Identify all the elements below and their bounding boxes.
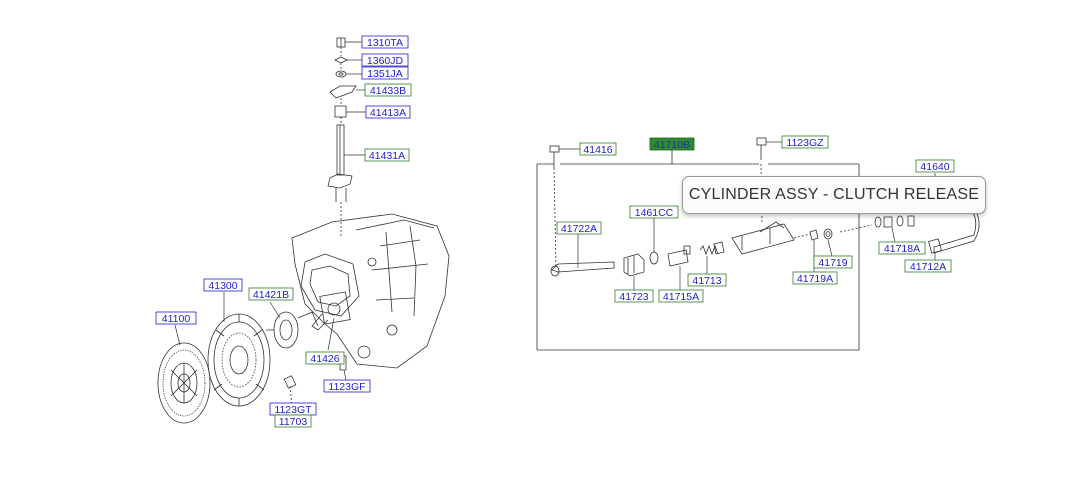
release-bearing-drawing: [266, 311, 319, 349]
callout-41431A[interactable]: 41431A: [364, 148, 410, 162]
callout-41431A-text: 41431A: [369, 150, 405, 162]
callout-1123GZ-text: 1123GZ: [786, 137, 824, 149]
callout-1461CC-text: 1461CC: [635, 207, 674, 219]
callout-41100-text: 41100: [162, 313, 191, 325]
callout-41710B-text: 41710B: [654, 139, 690, 151]
callout-41640-text: 41640: [920, 161, 949, 173]
callout-41713-text: 41713: [692, 275, 721, 287]
callout-41719A-text: 41719A: [797, 273, 833, 285]
callout-41715A[interactable]: 41715A: [658, 289, 704, 303]
clutch-cover-drawing: [207, 313, 271, 407]
callout-41416-text: 41416: [583, 144, 612, 156]
callout-41712A-text: 41712A: [910, 261, 946, 273]
callout-1461CC[interactable]: 1461CC: [629, 205, 679, 219]
callout-41712A[interactable]: 41712A: [904, 259, 952, 273]
callout-1310TA-text: 1310TA: [367, 37, 403, 49]
callout-41433B[interactable]: 41433B: [364, 83, 412, 97]
callout-41640[interactable]: 41640: [915, 159, 955, 173]
callout-41421B-text: 41421B: [253, 289, 289, 301]
callout-41300-text: 41300: [208, 280, 237, 292]
callout-41100[interactable]: 41100: [155, 311, 197, 325]
callout-1123GT-text: 1123GT: [274, 404, 312, 416]
callout-1123GF-text: 1123GF: [328, 381, 365, 393]
release-cylinder-parts-drawing: [549, 137, 980, 277]
callout-41421B[interactable]: 41421B: [248, 287, 294, 301]
callout-leaders: [174, 41, 936, 418]
callout-41723-text: 41723: [619, 291, 648, 303]
callout-1351JA[interactable]: 1351JA: [361, 66, 409, 80]
callout-1360JD-text: 1360JD: [367, 55, 404, 67]
callout-41413A-text: 41413A: [370, 107, 406, 119]
part-name-tooltip: CYLINDER ASSY - CLUTCH RELEASE: [682, 176, 986, 214]
callout-41426-text: 41426: [310, 353, 339, 365]
callout-1351JA-text: 1351JA: [367, 68, 403, 80]
callout-41719[interactable]: 41719: [813, 255, 853, 269]
callout-41722A-text: 41722A: [561, 223, 597, 235]
callout-41413A[interactable]: 41413A: [365, 105, 411, 119]
callout-41722A[interactable]: 41722A: [556, 221, 602, 235]
callout-41715A-text: 41715A: [663, 291, 699, 303]
transmission-housing-drawing: [291, 213, 450, 369]
callout-1360JD[interactable]: 1360JD: [361, 53, 409, 67]
callout-1123GZ[interactable]: 1123GZ: [781, 135, 829, 149]
callout-1123GT[interactable]: 1123GT: [269, 402, 317, 416]
callout-41300[interactable]: 41300: [203, 278, 243, 292]
callout-1310TA[interactable]: 1310TA: [361, 35, 409, 49]
callout-41718A-text: 41718A: [884, 243, 920, 255]
callout-11703-text: 11703: [279, 416, 308, 428]
callout-41433B-text: 41433B: [370, 85, 406, 97]
callout-41710B-selected[interactable]: 41710B: [649, 137, 695, 151]
callout-41426[interactable]: 41426: [305, 351, 345, 365]
callout-41723[interactable]: 41723: [614, 289, 654, 303]
callout-41713[interactable]: 41713: [687, 273, 727, 287]
callout-41718A[interactable]: 41718A: [878, 241, 926, 255]
callout-11703[interactable]: 11703: [274, 414, 312, 428]
assembly-frame: [536, 150, 860, 351]
callout-41416[interactable]: 41416: [579, 142, 617, 156]
callout-1123GF[interactable]: 1123GF: [323, 379, 371, 393]
part-name-tooltip-text: CYLINDER ASSY - CLUTCH RELEASE: [688, 186, 980, 203]
clutch-disc-drawing: [157, 342, 211, 424]
callout-41719-text: 41719: [818, 257, 847, 269]
callout-41719A[interactable]: 41719A: [792, 271, 838, 285]
shift-shaft-stack-drawing: [327, 37, 357, 238]
